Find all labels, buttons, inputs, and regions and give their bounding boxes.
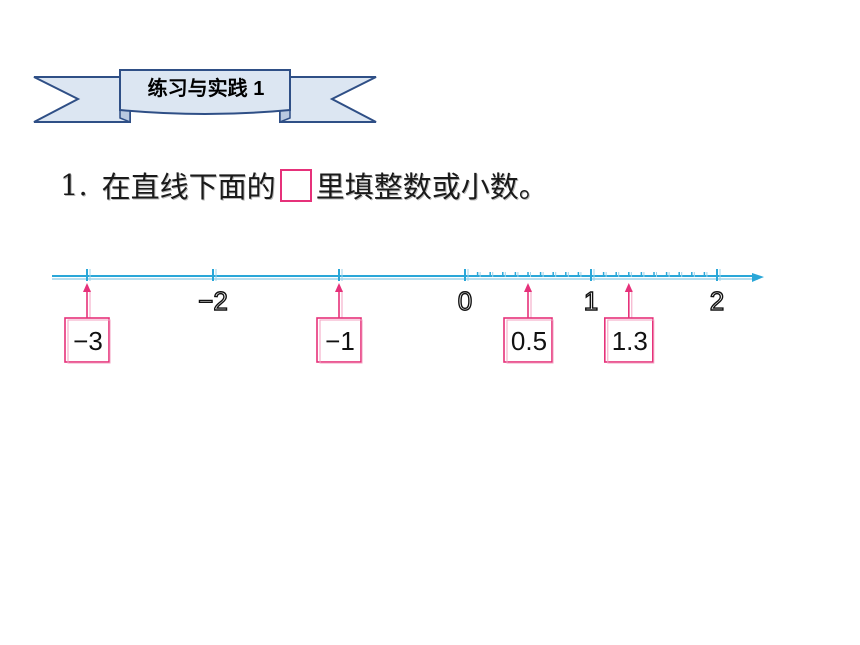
answer-arrowhead (624, 283, 633, 292)
banner-title: 练习与实践 1 (147, 78, 265, 100)
answer-box-shadow (319, 319, 363, 364)
answer-label: 0.5 (511, 326, 547, 356)
answer-box-shadow (506, 319, 554, 364)
answer-box-shadow (67, 319, 111, 364)
answer-arrowhead (83, 283, 91, 292)
answer-arrowhead (524, 283, 532, 292)
question-number: 1. (60, 168, 88, 202)
answer-box-shadow (607, 319, 655, 364)
question-text-after: 里填整数或小数。 (315, 170, 548, 204)
tick-label: −2 (198, 286, 228, 316)
axis-arrow (752, 273, 764, 282)
tick-label: 0 (458, 286, 472, 316)
answer-label: −1 (325, 326, 355, 356)
tick-label: 2 (710, 286, 724, 316)
question-text-before: 在直线下面的 (101, 170, 276, 204)
number-line: −2 0 1 2 −3 −1 0.5 1.3 (52, 269, 764, 364)
answer-box (316, 317, 362, 363)
answer-arrowhead (335, 283, 343, 292)
answer-box (603, 317, 654, 363)
answer-box (64, 317, 110, 363)
tick-label: 1 (584, 286, 598, 316)
answer-label: 1.3 (612, 326, 648, 356)
answer-box (503, 317, 553, 363)
answer-box-sample (279, 168, 312, 202)
question-text: 1. 在直线下面的 里填整数或小数。 (60, 162, 548, 208)
answer-label: −3 (73, 326, 103, 356)
banner-ribbon (33, 69, 377, 124)
